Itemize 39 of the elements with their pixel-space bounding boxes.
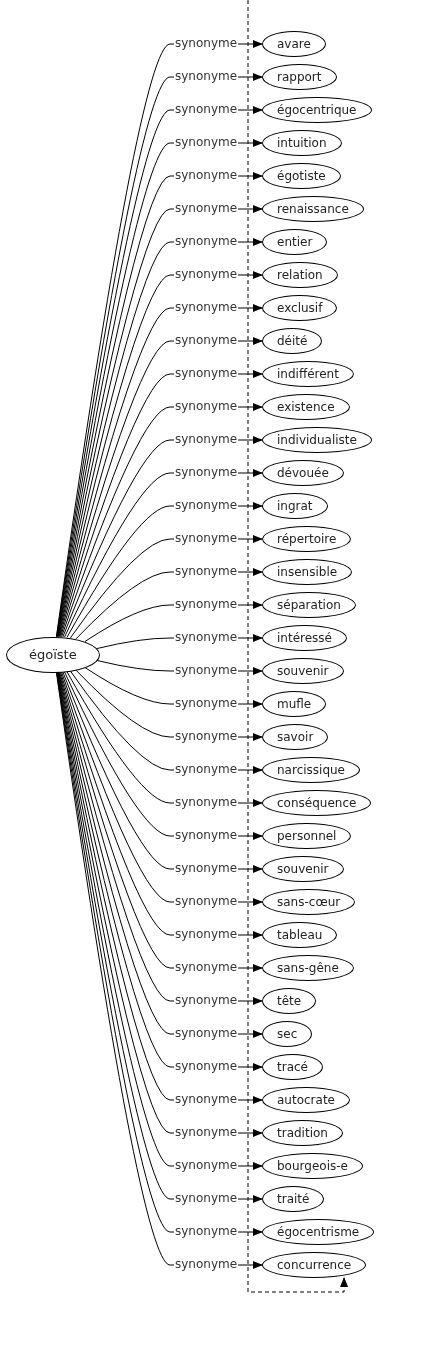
edge-label: synonyme <box>174 664 239 677</box>
edge-label: synonyme <box>174 499 239 512</box>
edge-label: synonyme <box>174 928 239 941</box>
edge-label: synonyme <box>174 1093 239 1106</box>
edge-label: synonyme <box>174 37 239 50</box>
edge-label: synonyme <box>174 400 239 413</box>
edge-label: synonyme <box>174 763 239 776</box>
edge-label: synonyme <box>174 466 239 479</box>
edge-label: synonyme <box>174 1225 239 1238</box>
edge-label: synonyme <box>174 301 239 314</box>
edge-label: synonyme <box>174 1192 239 1205</box>
edge-label: synonyme <box>174 994 239 1007</box>
edge-label: synonyme <box>174 796 239 809</box>
edge-label: synonyme <box>174 268 239 281</box>
edge-label: synonyme <box>174 697 239 710</box>
dashed-arrow <box>247 0 349 1293</box>
edge-label: synonyme <box>174 895 239 908</box>
edge-label: synonyme <box>174 367 239 380</box>
edge-label: synonyme <box>174 730 239 743</box>
edge-label: synonyme <box>174 565 239 578</box>
edge-label: synonyme <box>174 334 239 347</box>
edge-label: synonyme <box>174 1258 239 1271</box>
edge-label: synonyme <box>174 598 239 611</box>
edge-label: synonyme <box>174 433 239 446</box>
edge-label: synonyme <box>174 103 239 116</box>
edge-label: synonyme <box>174 1060 239 1073</box>
edge-label: synonyme <box>174 829 239 842</box>
edge-label: synonyme <box>174 1027 239 1040</box>
edge-label: synonyme <box>174 1126 239 1139</box>
edge-label: synonyme <box>174 961 239 974</box>
edge-label: synonyme <box>174 862 239 875</box>
edge-label: synonyme <box>174 136 239 149</box>
edge-label: synonyme <box>174 235 239 248</box>
edge-label: synonyme <box>174 532 239 545</box>
edge-label: synonyme <box>174 631 239 644</box>
edge-label: synonyme <box>174 70 239 83</box>
edge-label: synonyme <box>174 1159 239 1172</box>
edge-label: synonyme <box>174 169 239 182</box>
edge-label: synonyme <box>174 202 239 215</box>
